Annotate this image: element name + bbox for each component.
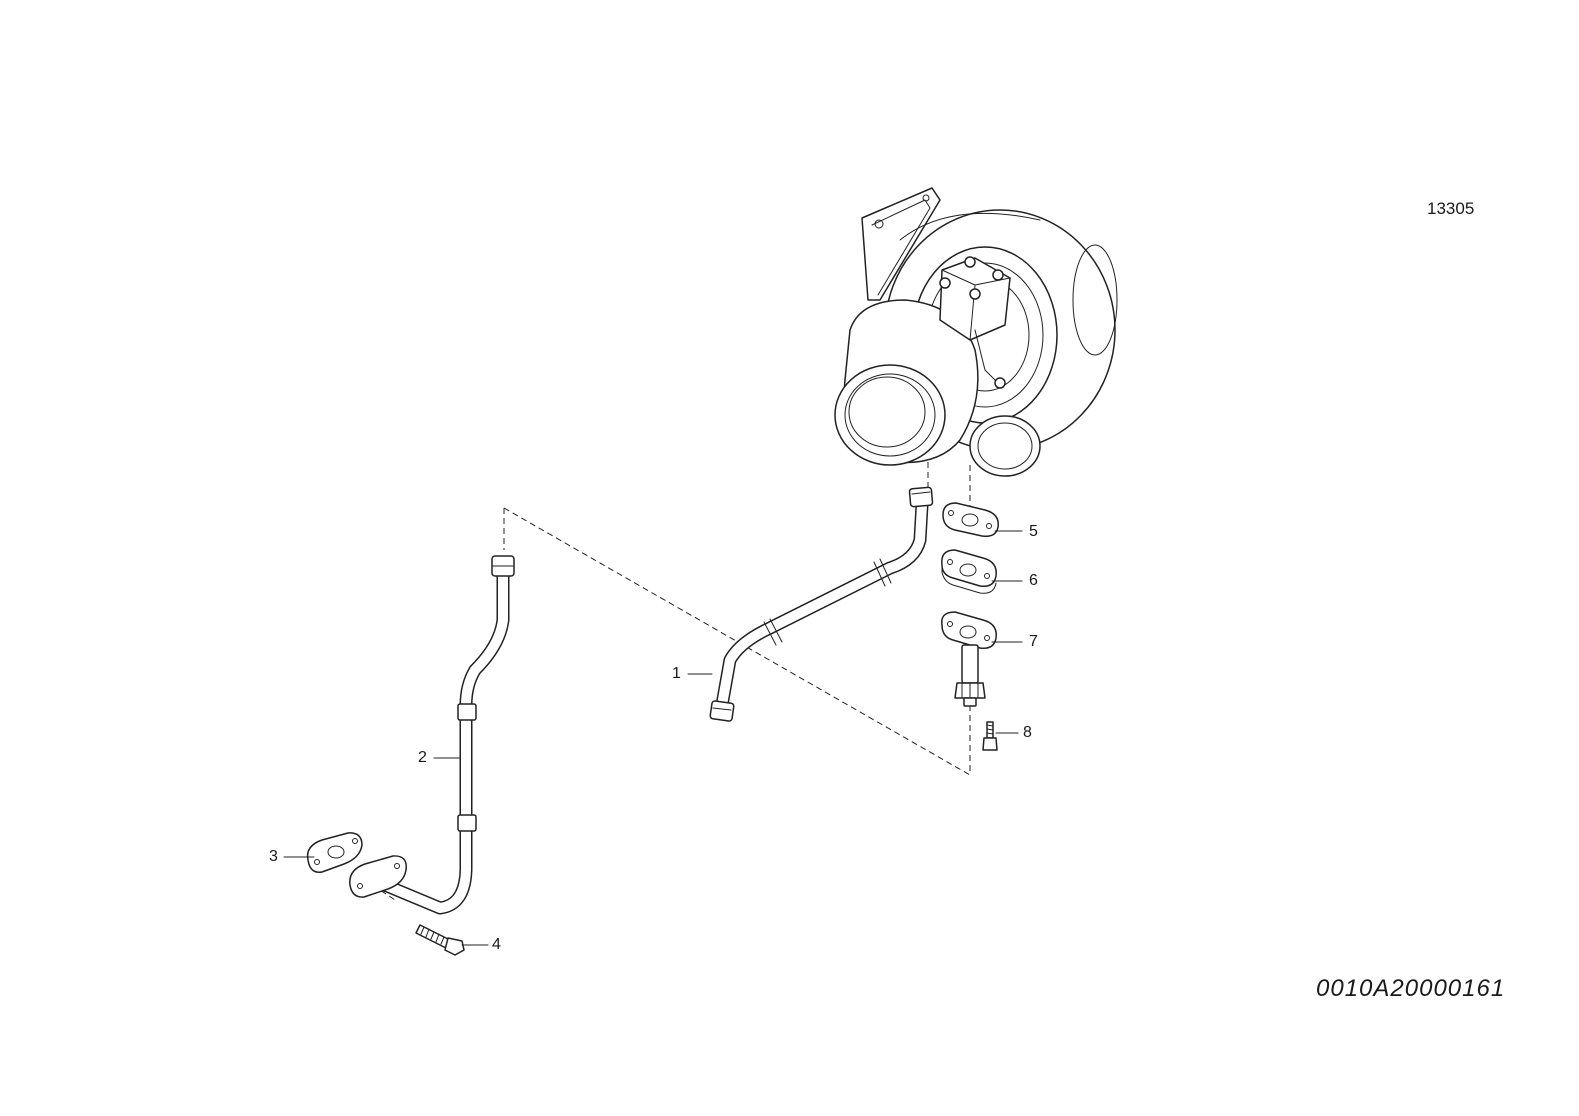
flange-fitting-7 <box>941 611 997 707</box>
callout-2: 2 <box>418 749 427 766</box>
gasket-5 <box>942 502 999 538</box>
bolt-4 <box>415 924 465 956</box>
gasket-6 <box>941 549 997 594</box>
pipe-flange <box>349 855 407 898</box>
callout-8: 8 <box>1023 724 1032 741</box>
assembly-guide-lines <box>355 462 971 901</box>
callout-4: 4 <box>492 936 501 953</box>
turbocharger <box>834 187 1118 477</box>
callout-1: 1 <box>672 665 681 682</box>
callout-5: 5 <box>1029 523 1038 540</box>
callout-6: 6 <box>1029 572 1038 589</box>
leader-lines <box>283 530 1023 946</box>
callout-7: 7 <box>1029 633 1038 650</box>
reference-number: 13305 <box>1427 199 1475 218</box>
gasket-3 <box>306 832 363 873</box>
callout-3: 3 <box>269 848 278 865</box>
oil-pipe-1 <box>709 486 934 722</box>
screw-8 <box>982 721 998 751</box>
document-code: 0010A20000161 <box>1316 975 1506 1002</box>
oil-pipe-2 <box>373 555 515 915</box>
